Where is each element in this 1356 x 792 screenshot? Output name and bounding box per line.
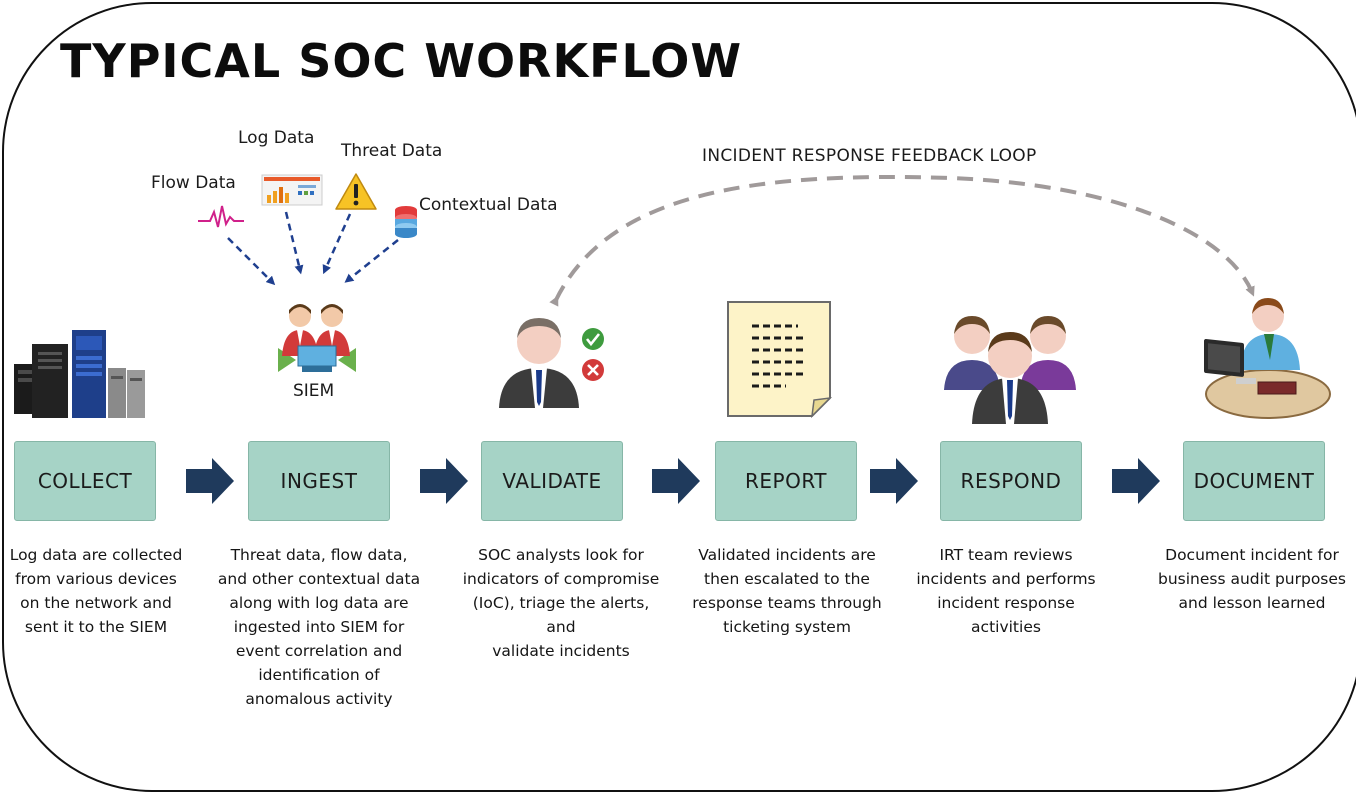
feedback-loop-label: INCIDENT RESPONSE FEEDBACK LOOP	[702, 146, 1037, 166]
documenter-desk-icon	[1204, 298, 1331, 419]
log-chart-icon	[261, 174, 323, 206]
report-document-icon	[727, 301, 833, 419]
feedback-loop-arrow	[549, 175, 1255, 307]
warning-icon	[335, 173, 377, 210]
step-collect: COLLECT	[14, 441, 156, 521]
flow-data-label: Flow Data	[151, 173, 236, 193]
cross-icon	[582, 359, 604, 381]
desc-report: Validated incidents are then escalated t…	[692, 546, 882, 636]
step-respond: RESPOND	[940, 441, 1082, 521]
threat-data-label: Threat Data	[341, 141, 443, 161]
arrow-collect-ingest	[186, 458, 234, 504]
desc-validate: SOC analysts look for indicators of comp…	[462, 546, 660, 660]
step-report: REPORT	[715, 441, 857, 521]
arrow-respond-document	[1112, 458, 1160, 504]
arrow-report-respond	[870, 458, 918, 504]
desc-respond: IRT team reviews incidents and performs …	[916, 546, 1096, 636]
source-arrows	[227, 211, 399, 286]
siem-label: SIEM	[293, 381, 335, 401]
siem-analysts-icon	[278, 304, 356, 372]
flow-wave-icon	[198, 205, 244, 228]
database-icon	[395, 206, 417, 238]
team-icon	[944, 316, 1076, 424]
desc-collect: Log data are collected from various devi…	[9, 546, 183, 636]
analyst-icon	[499, 318, 579, 408]
step-document: DOCUMENT	[1183, 441, 1325, 521]
step-ingest: INGEST	[248, 441, 390, 521]
step-validate: VALIDATE	[481, 441, 623, 521]
log-data-label: Log Data	[238, 128, 315, 148]
arrow-ingest-validate	[420, 458, 468, 504]
contextual-data-label: Contextual Data	[419, 195, 558, 215]
arrow-validate-report	[652, 458, 700, 504]
page-title: TYPICAL SOC WORKFLOW	[60, 34, 743, 88]
desc-ingest: Threat data, flow data, and other contex…	[217, 546, 421, 708]
check-icon	[582, 328, 604, 350]
desc-document: Document incident for business audit pur…	[1158, 546, 1346, 612]
servers-icon	[14, 330, 145, 418]
